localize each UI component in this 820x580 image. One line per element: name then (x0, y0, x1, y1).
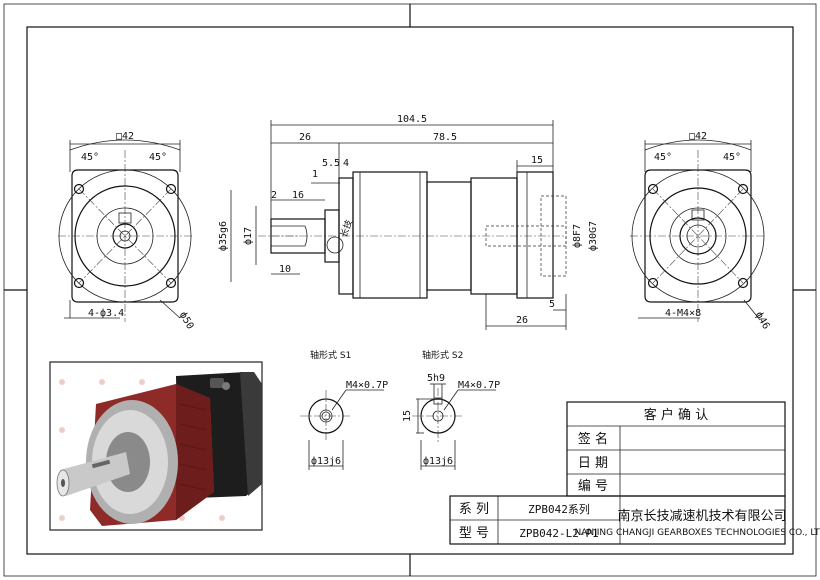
shaft-s2-title: 轴形式 S2 (422, 349, 463, 361)
company-name-cn: 南京长技减速机技术有限公司 (617, 508, 786, 524)
company-name-en: NANJING CHANGJI GEARBOXES TECHNOLOGIES C… (575, 528, 820, 538)
left-angle-a: 45° (81, 152, 99, 163)
shaft-s2-key: 5h9 (427, 373, 445, 384)
right-square-dim: □42 (689, 131, 707, 142)
shaft-s2-height: 15 (402, 410, 413, 422)
right-flange-view (630, 139, 766, 322)
shaft-s1-title: 轴形式 S1 (310, 349, 351, 361)
side-d6-dim: 16 (292, 190, 304, 201)
sign-label: 签 名 (578, 431, 608, 447)
date-label: 日 期 (578, 456, 608, 471)
shaft-s2-thread: M4×0.7P (458, 380, 500, 391)
shaft-s1-dia: ф13j6 (311, 455, 341, 467)
side-d3-dim: 4 (343, 158, 349, 169)
product-photo (49, 361, 263, 531)
left-holes-dim: 4-ф3.4 (88, 307, 124, 319)
side-d7-dim: 10 (279, 264, 291, 275)
side-shaft-dim: ф17 (242, 227, 254, 245)
series-value: ZPB042系列 (528, 502, 590, 516)
left-square-dim: □42 (116, 131, 134, 142)
side-overall-dim: 104.5 (397, 114, 427, 125)
left-pcd-dim: ф50 (177, 310, 196, 332)
side-d1-dim: 1 (312, 169, 318, 180)
number-label: 编 号 (578, 479, 608, 494)
series-label: 系 列 (459, 502, 489, 517)
shaft-s2-drawing (412, 383, 496, 470)
side-shaft-len-dim: 26 (299, 132, 311, 143)
sheet-border (3, 3, 817, 577)
side-d5-dim: 2 (271, 190, 277, 201)
right-holes-dim: 4-M4×8 (665, 308, 701, 319)
shaft-s1-drawing (300, 389, 384, 470)
side-d4-dim: 15 (531, 155, 543, 166)
side-bore-dim: ф8F7 (571, 224, 583, 248)
side-pilot-dim: ф35g6 (217, 221, 229, 251)
shaft-s2-dia: ф13j6 (423, 455, 453, 467)
confirm-heading: 客 户 确 认 (644, 407, 708, 423)
side-bore2-dim: ф30G7 (587, 221, 599, 251)
shaft-s1-thread: M4×0.7P (346, 380, 388, 391)
title-block-grid (449, 401, 786, 545)
side-view: 长技 (230, 120, 567, 330)
model-label: 型 号 (459, 526, 489, 541)
left-flange-view (58, 139, 192, 322)
side-d2-dim: 5.5 (322, 158, 340, 169)
left-angle-b: 45° (149, 152, 167, 163)
model-value: ZPB042-L2-P1 (519, 527, 598, 540)
side-body-len-dim: 78.5 (433, 132, 457, 143)
side-d8-dim: 5 (549, 299, 555, 310)
right-angle-a: 45° (654, 152, 672, 163)
right-angle-b: 45° (723, 152, 741, 163)
right-pcd-dim: ф46 (753, 310, 772, 332)
side-d9-dim: 26 (516, 315, 528, 326)
